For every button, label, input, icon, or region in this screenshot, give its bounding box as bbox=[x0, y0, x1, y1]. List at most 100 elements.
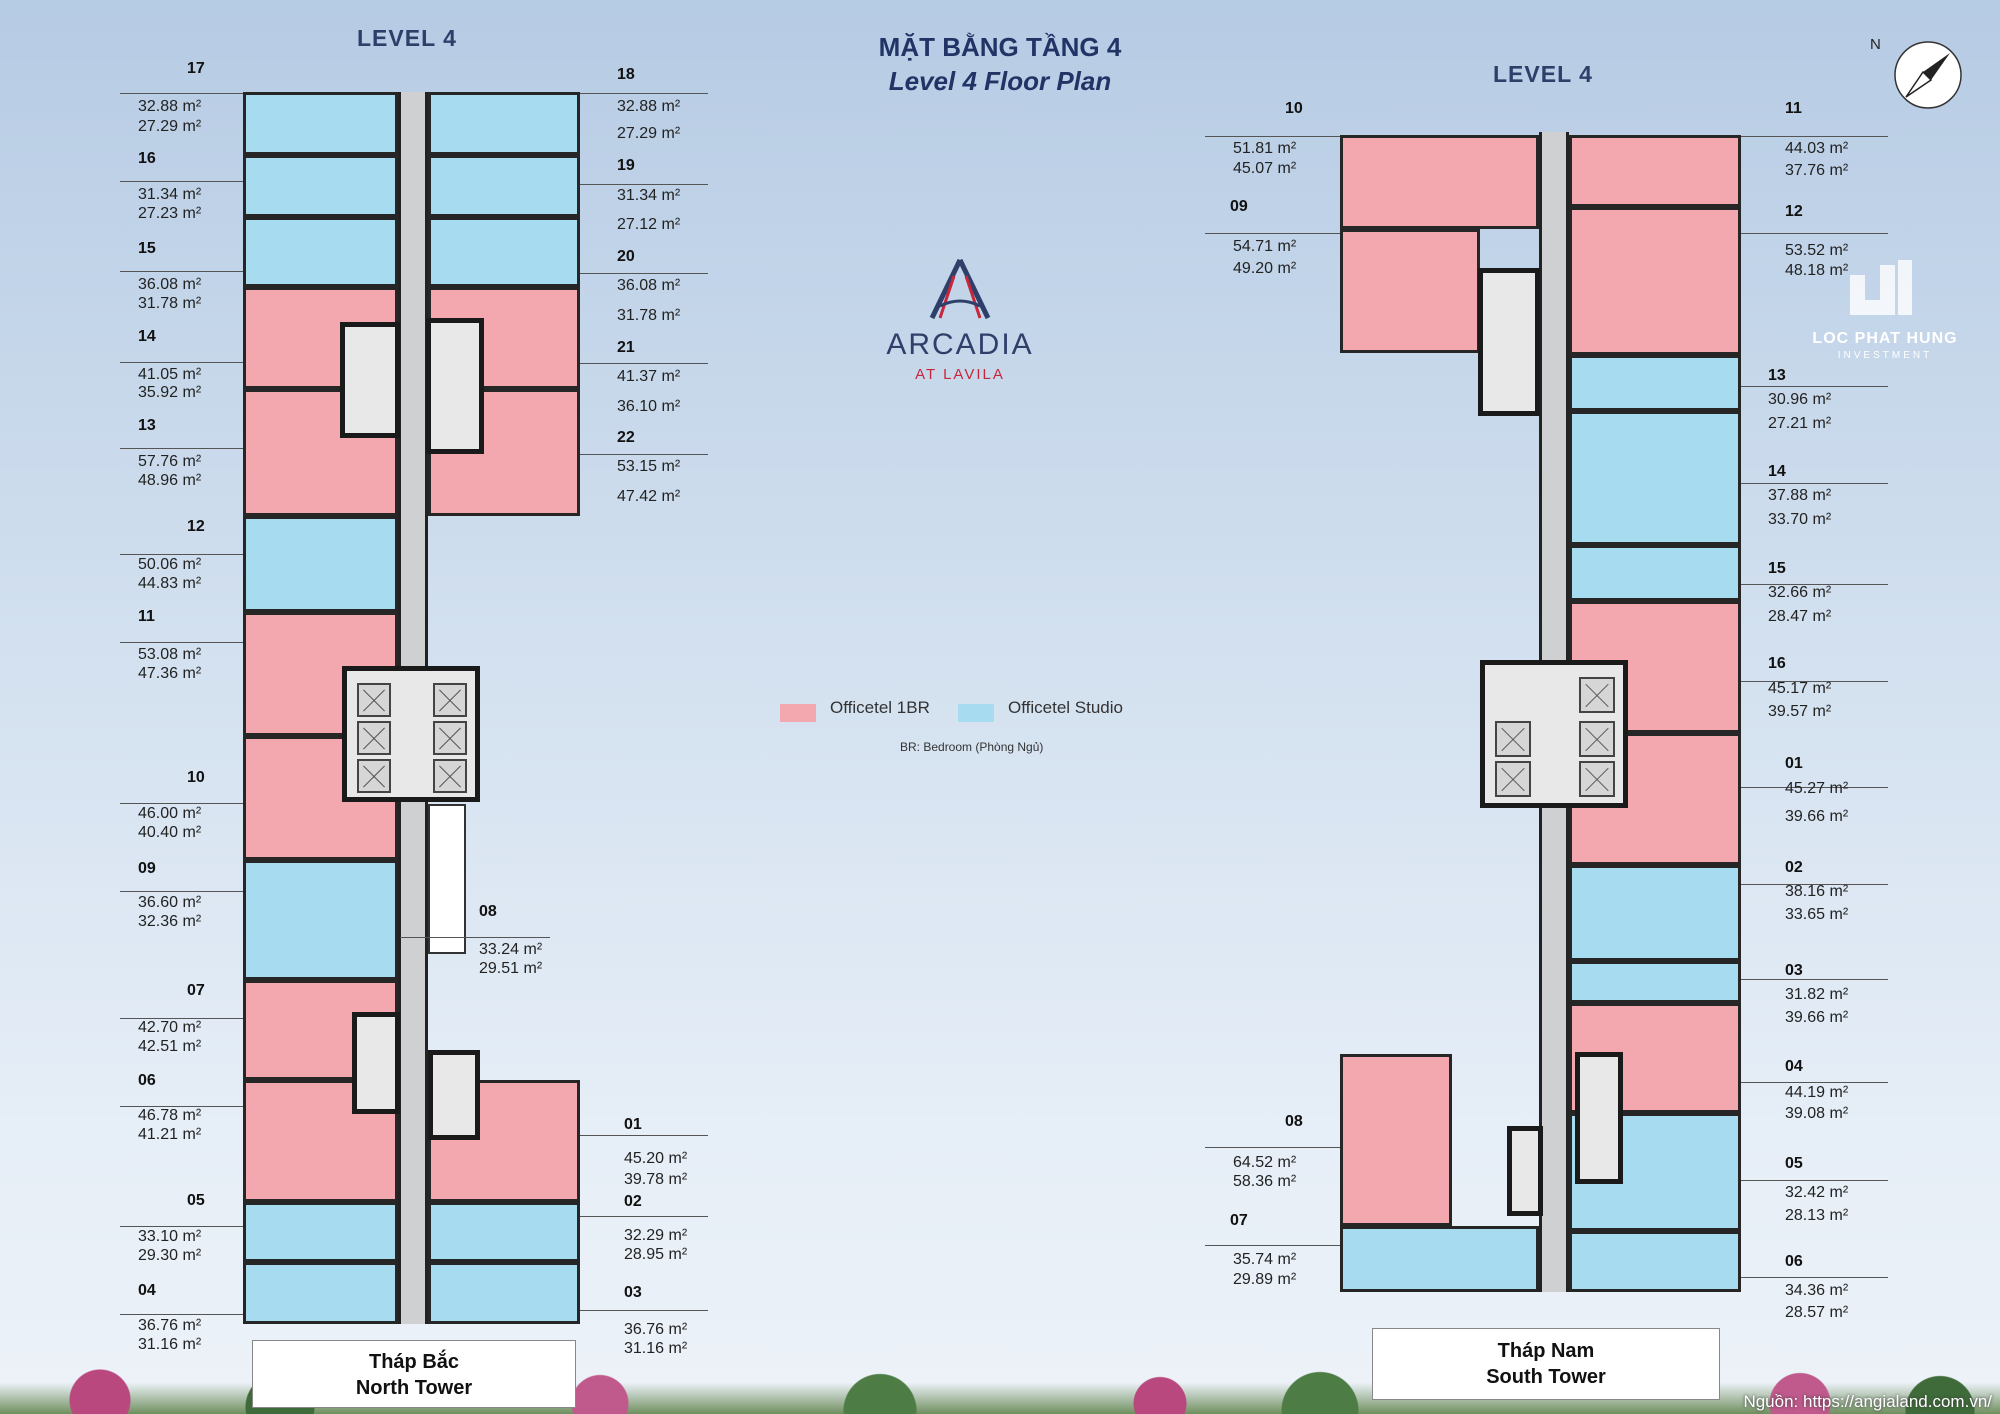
south-tower-label: Tháp Nam South Tower bbox=[1372, 1328, 1720, 1400]
leader-line bbox=[1741, 1082, 1888, 1083]
north-level-label: LEVEL 4 bbox=[357, 25, 457, 51]
leader-line bbox=[120, 1314, 243, 1315]
south-stair-core-3 bbox=[1575, 1052, 1623, 1184]
south-unit-03 bbox=[1569, 961, 1741, 1003]
south-unit-08 bbox=[1340, 1054, 1452, 1226]
unit-area: 50.06 m² bbox=[138, 556, 202, 573]
leader-line bbox=[580, 1216, 708, 1217]
unit-number: 04 bbox=[138, 1282, 156, 1299]
south-unit-11 bbox=[1569, 135, 1741, 207]
elevator-icon bbox=[1579, 761, 1615, 797]
elevator-icon bbox=[357, 759, 391, 793]
unit-number: 05 bbox=[1785, 1155, 1803, 1172]
unit-area: 27.23 m² bbox=[138, 205, 202, 222]
leader-line bbox=[580, 1310, 708, 1311]
unit-area: 29.30 m² bbox=[138, 1247, 202, 1264]
south-tower-name-en: South Tower bbox=[1486, 1366, 1606, 1388]
unit-area: 45.20 m² bbox=[624, 1150, 688, 1167]
south-tower-name-vi: Tháp Nam bbox=[1497, 1340, 1595, 1362]
south-unit-12 bbox=[1569, 207, 1741, 355]
unit-area: 34.36 m² bbox=[1785, 1282, 1849, 1299]
legend-note: BR: Bedroom (Phòng Ngủ) bbox=[900, 740, 1044, 754]
leader-line bbox=[400, 937, 550, 938]
unit-number: 18 bbox=[617, 66, 635, 83]
north-stair-core-1 bbox=[340, 322, 400, 438]
unit-area: 36.08 m² bbox=[617, 277, 681, 294]
unit-number: 22 bbox=[617, 429, 635, 446]
unit-area: 45.27 m² bbox=[1785, 780, 1849, 797]
unit-area: 51.81 m² bbox=[1233, 140, 1297, 157]
north-unit-19 bbox=[428, 155, 580, 217]
leader-line bbox=[1205, 1147, 1340, 1148]
unit-number: 02 bbox=[1785, 859, 1803, 876]
unit-area: 57.76 m² bbox=[138, 453, 202, 470]
leader-line bbox=[580, 184, 708, 185]
north-unit-18 bbox=[428, 92, 580, 155]
leader-line bbox=[120, 362, 243, 363]
unit-area: 32.88 m² bbox=[617, 98, 681, 115]
unit-number: 07 bbox=[187, 982, 205, 999]
unit-area: 41.21 m² bbox=[138, 1126, 202, 1143]
unit-area: 32.88 m² bbox=[138, 98, 202, 115]
unit-area: 47.42 m² bbox=[617, 488, 681, 505]
unit-number: 15 bbox=[138, 240, 156, 257]
leader-line bbox=[1741, 584, 1888, 585]
unit-number: 16 bbox=[138, 150, 156, 167]
legend-label-1br: Officetel 1BR bbox=[830, 698, 930, 717]
south-lift-core bbox=[1480, 660, 1628, 808]
brand-subname: AT LAVILA bbox=[915, 366, 1005, 383]
north-lift-core bbox=[342, 666, 480, 802]
south-unit-14 bbox=[1569, 411, 1741, 545]
unit-area: 46.78 m² bbox=[138, 1107, 202, 1124]
source-caption: Nguồn: https://angialand.com.vn/ bbox=[1743, 1392, 1992, 1411]
unit-number: 14 bbox=[1768, 463, 1786, 480]
unit-number: 01 bbox=[624, 1116, 642, 1133]
unit-number: 03 bbox=[1785, 962, 1803, 979]
unit-area: 58.36 m² bbox=[1233, 1173, 1297, 1190]
unit-area: 39.66 m² bbox=[1785, 1009, 1849, 1026]
north-tower-name-vi: Tháp Bắc bbox=[368, 1351, 460, 1373]
unit-number: 21 bbox=[617, 339, 635, 356]
unit-area: 44.03 m² bbox=[1785, 140, 1849, 157]
south-unit-13 bbox=[1569, 355, 1741, 411]
unit-area: 28.13 m² bbox=[1785, 1207, 1849, 1224]
unit-number: 08 bbox=[1285, 1113, 1303, 1130]
leader-line bbox=[1741, 681, 1888, 682]
unit-number: 11 bbox=[138, 608, 155, 625]
unit-area: 54.71 m² bbox=[1233, 238, 1297, 255]
leader-line bbox=[580, 273, 708, 274]
unit-number: 02 bbox=[624, 1193, 642, 1210]
leader-line bbox=[580, 1135, 708, 1136]
elevator-icon bbox=[433, 759, 467, 793]
leader-line bbox=[580, 454, 708, 455]
north-unit-03 bbox=[428, 1262, 580, 1324]
unit-area: 28.47 m² bbox=[1768, 608, 1832, 625]
watermark-subname: INVESTMENT bbox=[1837, 350, 1933, 361]
south-unit-02 bbox=[1569, 865, 1741, 961]
north-tower-name-en: North Tower bbox=[355, 1377, 473, 1399]
legend-swatch-studio bbox=[958, 704, 994, 722]
unit-area: 27.29 m² bbox=[138, 118, 202, 135]
unit-area: 31.78 m² bbox=[617, 307, 681, 324]
unit-number: 06 bbox=[1785, 1253, 1803, 1270]
unit-area: 31.82 m² bbox=[1785, 986, 1849, 1003]
unit-area: 27.12 m² bbox=[617, 216, 681, 233]
leader-line bbox=[120, 1226, 243, 1227]
leader-line bbox=[1741, 1180, 1888, 1181]
unit-area: 48.18 m² bbox=[1785, 262, 1849, 279]
south-stair-core-1 bbox=[1478, 268, 1540, 416]
unit-area: 41.37 m² bbox=[617, 368, 681, 385]
page-subtitle: Level 4 Floor Plan bbox=[888, 66, 1112, 96]
unit-area: 32.36 m² bbox=[138, 913, 202, 930]
unit-area: 42.70 m² bbox=[138, 1019, 202, 1036]
unit-number: 09 bbox=[138, 860, 156, 877]
leader-line bbox=[1205, 136, 1340, 137]
unit-area: 42.51 m² bbox=[138, 1038, 202, 1055]
south-level-label: LEVEL 4 bbox=[1493, 61, 1593, 87]
unit-area: 38.16 m² bbox=[1785, 883, 1849, 900]
leader-line bbox=[1741, 386, 1888, 387]
unit-number: 03 bbox=[624, 1284, 642, 1301]
unit-area: 36.76 m² bbox=[624, 1321, 688, 1338]
unit-number: 13 bbox=[138, 417, 156, 434]
north-unit-17 bbox=[243, 92, 398, 155]
